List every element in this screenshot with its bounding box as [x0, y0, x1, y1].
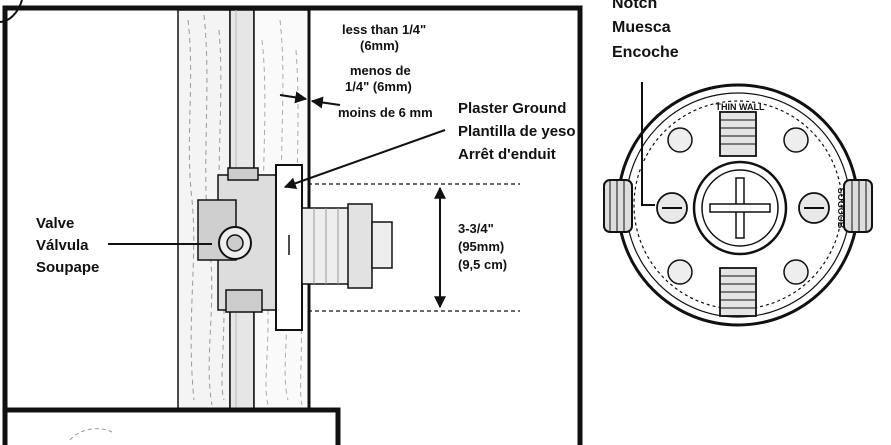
valve-body	[197, 167, 279, 313]
bottom-box	[5, 407, 341, 445]
dimension-metric-mm: (95mm)	[458, 239, 504, 254]
valve-label-french: Soupape	[36, 259, 99, 276]
top-outlet-port	[719, 111, 757, 157]
side-view-panel	[2, 5, 583, 445]
notch-callout-line	[641, 82, 655, 206]
plaster-ground-french: Arrêt d'enduit	[458, 146, 556, 163]
gap-label-english: less than 1/4"	[342, 22, 426, 37]
dimension-metric-cm: (9,5 cm)	[458, 257, 507, 272]
cartridge	[301, 203, 393, 289]
plaster-ground-spanish: Plantilla de yeso	[458, 123, 576, 140]
gap-label-english-metric: (6mm)	[360, 38, 399, 53]
gap-arrow-left	[279, 91, 308, 104]
notch-label-french: Encoche	[612, 44, 679, 61]
side-molded-text: SOGOOB	[836, 188, 846, 229]
valve-label-spanish: Válvula	[36, 237, 89, 254]
emblem-arc	[0, 0, 23, 23]
notch-label-spanish: Muesca	[612, 19, 671, 36]
plaster-ground-arrow	[283, 129, 446, 190]
gap-label-spanish-line1: menos de	[350, 63, 411, 78]
notch-label-english: Notch	[612, 0, 657, 12]
plaster-ground-english: Plaster Ground	[458, 100, 566, 117]
gap-label-spanish-line2: 1/4" (6mm)	[345, 79, 412, 94]
valve-label-english: Valve	[36, 215, 74, 232]
thin-wall-molded-text: THIN WALL	[716, 102, 765, 112]
gap-label-french: moins de 6 mm	[338, 105, 433, 120]
plaster-ground-plate	[275, 164, 303, 331]
right-inlet-port	[843, 179, 873, 233]
dimension-imperial: 3-3/4"	[458, 221, 494, 236]
wall-frame	[2, 5, 583, 445]
gap-arrow-right	[310, 96, 341, 109]
left-inlet-port	[603, 179, 633, 233]
top-view-valve: THIN WALL SOGOOB	[603, 82, 873, 327]
